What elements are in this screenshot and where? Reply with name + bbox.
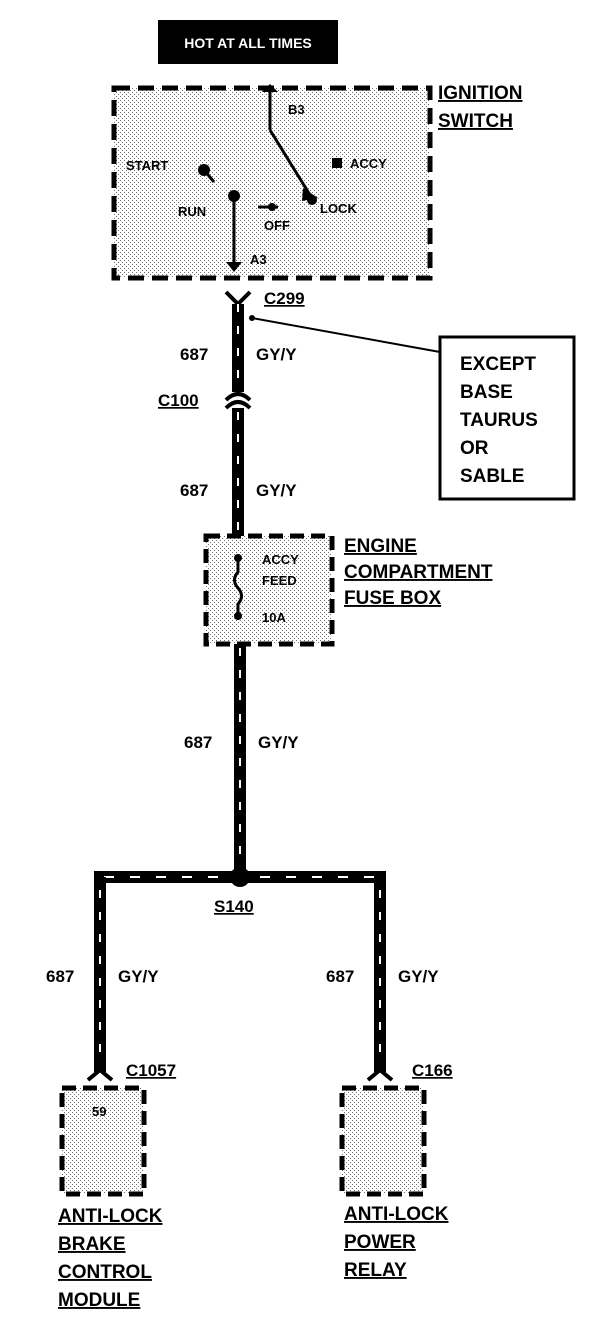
note-line-1: EXCEPT [460, 354, 536, 375]
s140-label: S140 [214, 897, 254, 916]
wire-left-branch: 687 GY/Y [46, 877, 159, 1072]
wire-2-number: 687 [180, 481, 208, 500]
ignition-switch-title-2: SWITCH [438, 111, 513, 132]
fuse-label-feed: FEED [262, 573, 297, 588]
ignition-top-arrow [262, 84, 278, 92]
c166-label: C166 [412, 1061, 453, 1080]
fuse-box-title-1: ENGINE [344, 536, 417, 557]
hot-at-all-times-banner: HOT AT ALL TIMES [158, 20, 338, 64]
wire-1-number: 687 [180, 345, 208, 364]
abs-module-box [59, 1085, 147, 1197]
wire-right-number: 687 [326, 967, 354, 986]
c1057-symbol [86, 1067, 114, 1082]
c100-symbol-bottom [224, 400, 252, 410]
note-leader-dot [249, 315, 255, 321]
contact-lock [307, 195, 317, 205]
c1057-label: C1057 [126, 1061, 176, 1080]
abs-relay: C166 ANTI-LOCK POWER RELAY [339, 1061, 453, 1281]
pin-b3-label: B3 [288, 102, 305, 117]
fuse-box: ACCY FEED 10A ENGINE COMPARTMENT FUSE BO… [203, 533, 493, 647]
pin-a3-label: A3 [250, 252, 267, 267]
note-line-3: TAURUS [460, 410, 538, 431]
wire-3-color: GY/Y [258, 733, 299, 752]
fuse-label-accy: ACCY [262, 552, 299, 567]
abs-module-title-3: CONTROL [58, 1262, 152, 1283]
switch-arm [268, 129, 312, 196]
note-box [438, 335, 576, 501]
connector-c100: C100 [158, 391, 252, 410]
wire-right-color: GY/Y [398, 967, 439, 986]
abs-module-title-2: BRAKE [58, 1234, 126, 1255]
c100-symbol-top [224, 392, 252, 402]
wire-3-number: 687 [184, 733, 212, 752]
note-line-2: BASE [460, 382, 513, 403]
wire-left-number: 687 [46, 967, 74, 986]
c100-label: C100 [158, 391, 199, 410]
wire-segment-2: 687 GY/Y [180, 408, 297, 540]
c166-symbol [366, 1067, 394, 1082]
splice-dot [230, 867, 250, 887]
pos-run-label: RUN [178, 204, 206, 219]
c299-symbol [224, 290, 252, 307]
fuse-box-title-2: COMPARTMENT [344, 562, 493, 583]
pos-lock-label: LOCK [320, 201, 357, 216]
except-base-note: EXCEPT BASE TAURUS OR SABLE [249, 315, 576, 501]
pos-off-label: OFF [264, 218, 290, 233]
pos-accy-label: ACCY [350, 156, 387, 171]
fuse-box-title-3: FUSE BOX [344, 588, 441, 609]
ignition-switch-box [111, 85, 433, 281]
abs-module-title-4: MODULE [58, 1290, 140, 1311]
a3-arrow [226, 262, 242, 272]
note-line-4: OR [460, 438, 489, 459]
note-leader-line [251, 317, 441, 353]
abs-relay-title-2: POWER [344, 1232, 416, 1253]
wire-left-color: GY/Y [118, 967, 159, 986]
abs-relay-title-3: RELAY [344, 1260, 407, 1281]
fuse-element [233, 558, 243, 616]
pos-start-label: START [126, 158, 168, 173]
ignition-switch-title-1: IGNITION [438, 83, 522, 104]
wire-1-color: GY/Y [256, 345, 297, 364]
fuse-label-amp: 10A [262, 610, 286, 625]
wire-2-color: GY/Y [256, 481, 297, 500]
abs-relay-title-1: ANTI-LOCK [344, 1204, 449, 1225]
splice-s140: S140 [94, 867, 386, 916]
ignition-switch: B3 ACCY START RUN A3 OFF LOCK IGNITION S… [111, 83, 522, 281]
fuse-box-outline [203, 533, 335, 647]
abs-module: C1057 59 ANTI-LOCK BRAKE CONTROL MODULE [58, 1061, 176, 1311]
banner-text: HOT AT ALL TIMES [184, 35, 312, 51]
wire-segment-1: 687 GY/Y [180, 304, 297, 392]
c299-label: C299 [264, 289, 305, 308]
start-stub [202, 169, 216, 183]
abs-relay-box [339, 1085, 427, 1197]
note-line-5: SABLE [460, 466, 524, 487]
abs-module-title-1: ANTI-LOCK [58, 1206, 163, 1227]
contact-accy [332, 158, 342, 168]
abs-module-pin: 59 [92, 1104, 106, 1119]
fuse-bottom-terminal [234, 612, 242, 620]
contact-off [268, 203, 276, 211]
wire-segment-3: 687 GY/Y [184, 644, 299, 870]
wire-right-branch: 687 GY/Y [326, 877, 439, 1072]
